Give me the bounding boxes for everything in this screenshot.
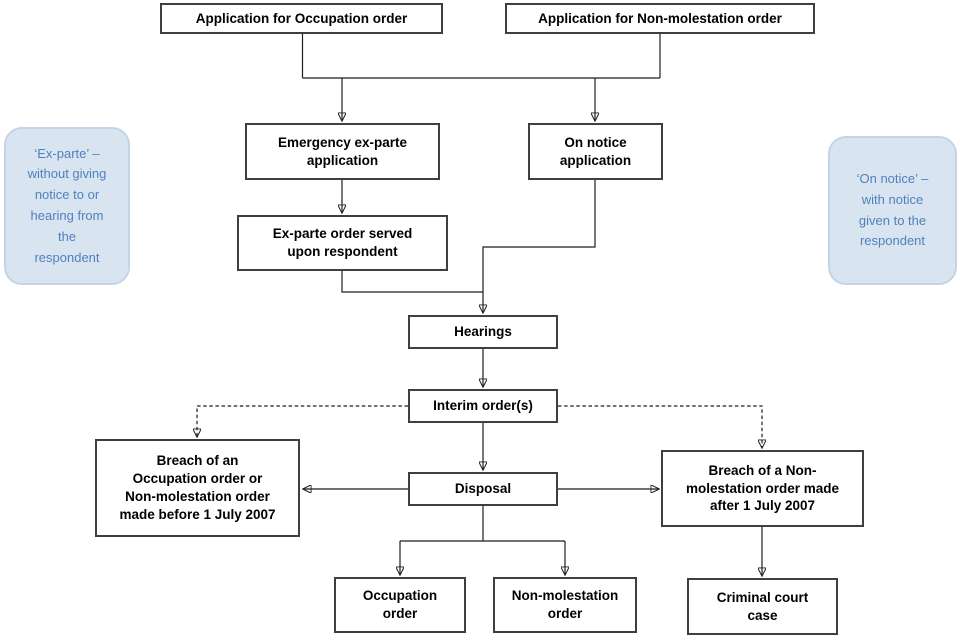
node-ex-parte-order-served: Ex-parte order served upon respondent [237,215,448,271]
node-occupation-order: Occupation order [334,577,466,633]
node-on-notice-application: On notice application [528,123,663,180]
node-hearings: Hearings [408,315,558,349]
node-breach-after-july-2007: Breach of a Non- molestation order made … [661,450,864,527]
note-ex-parte-definition: ‘Ex-parte’ – without giving notice to or… [4,127,130,285]
note-on-notice-definition: ‘On notice’ – with notice given to the r… [828,136,957,285]
node-non-molestation-order: Non-molestation order [493,577,637,633]
connector-interim-to-breach-before [197,405,408,436]
node-interim-orders: Interim order(s) [408,389,558,423]
connector-onnotice-to-hearings [483,180,596,312]
node-criminal-court-case: Criminal court case [687,578,838,635]
node-emergency-ex-parte-application: Emergency ex-parte application [245,123,440,180]
connector-served-to-merge [341,271,483,293]
node-application-non-molestation-order: Application for Non-molestation order [505,3,815,34]
connector-interim-to-breach-after [558,405,762,447]
node-breach-before-july-2007: Breach of an Occupation order or Non-mol… [95,439,300,537]
node-application-occupation-order: Application for Occupation order [160,3,443,34]
node-disposal: Disposal [408,472,558,506]
